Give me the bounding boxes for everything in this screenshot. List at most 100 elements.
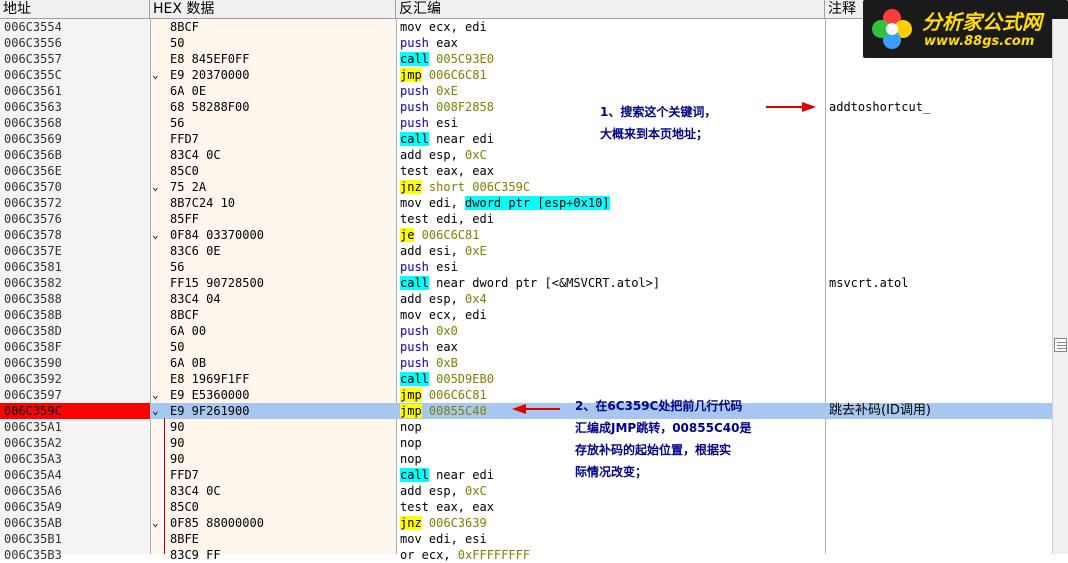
comment-cell[interactable]: addtoshortcut_ (829, 100, 931, 114)
hex-cell[interactable]: 85FF (170, 212, 199, 226)
table-row[interactable]: 006C35A1 90 nop (0, 419, 1052, 435)
disassembly-cell[interactable]: mov edi, esi (400, 531, 487, 547)
address-cell[interactable]: 006C3582 (4, 276, 62, 290)
hex-cell[interactable]: 90 (170, 420, 185, 434)
address-cell[interactable]: 006C3563 (4, 100, 62, 114)
address-cell[interactable]: 006C358B (4, 308, 62, 322)
address-cell[interactable]: 006C355C (4, 68, 62, 82)
table-row[interactable]: 006C3557 E8 845EF0FF call 005C93E0 (0, 51, 1052, 67)
address-cell[interactable]: 006C357E (4, 244, 62, 258)
address-cell[interactable]: 006C35A2 (4, 436, 62, 450)
disassembly-cell[interactable]: add esp, 0xC (400, 483, 487, 499)
header-disassembly[interactable]: 反汇编 (396, 0, 825, 19)
hex-cell[interactable]: 83C4 04 (170, 292, 221, 306)
disassembly-cell[interactable]: push 0xB (400, 355, 458, 371)
hex-cell[interactable]: E9 20370000 (170, 68, 250, 82)
address-cell[interactable]: 006C35A4 (4, 468, 62, 482)
hex-cell[interactable]: E9 E5360000 (170, 388, 250, 402)
address-cell[interactable]: 006C35A6 (4, 484, 62, 498)
disassembly-cell[interactable]: call near dword ptr [<&MSVCRT.atol>] (400, 275, 660, 291)
hex-cell[interactable]: 83C6 0E (170, 244, 221, 258)
disassembly-cell[interactable]: test eax, eax (400, 499, 494, 515)
header-comment[interactable]: 注释 (828, 1, 856, 17)
hex-cell[interactable]: E8 1969F1FF (170, 372, 250, 386)
address-cell[interactable]: 006C3578 (4, 228, 62, 242)
hex-cell[interactable]: 85C0 (170, 500, 199, 514)
address-cell[interactable]: 006C3572 (4, 196, 62, 210)
address-cell[interactable]: 006C35A1 (4, 420, 62, 434)
hex-cell[interactable]: 90 (170, 452, 185, 466)
disassembly-cell[interactable]: push 008F2858 (400, 99, 494, 115)
hex-cell[interactable]: 90 (170, 436, 185, 450)
address-cell[interactable]: 006C35AB (4, 516, 62, 530)
header-address[interactable]: 地址 (0, 0, 150, 19)
address-cell[interactable]: 006C3592 (4, 372, 62, 386)
hex-cell[interactable]: 6A 0E (170, 84, 207, 98)
disassembly-cell[interactable]: push 0xE (400, 83, 458, 99)
hex-cell[interactable]: 6A 00 (170, 324, 207, 338)
disassembly-cell[interactable]: test edi, edi (400, 211, 494, 227)
address-cell[interactable]: 006C3556 (4, 36, 62, 50)
address-cell[interactable]: 006C358F (4, 340, 62, 354)
disassembly-cell[interactable]: call 005C93E0 (400, 51, 494, 67)
hex-cell[interactable]: 56 (170, 116, 185, 130)
hex-cell[interactable]: E8 845EF0FF (170, 52, 250, 66)
disassembly-cell[interactable]: je 006C6C81 (400, 227, 479, 243)
disassembly-cell[interactable]: add esi, 0xE (400, 243, 487, 259)
address-cell[interactable]: 006C356B (4, 148, 62, 162)
disassembly-cell[interactable]: push 0x0 (400, 323, 458, 339)
table-row[interactable]: 006C3561 6A 0E push 0xE (0, 83, 1052, 99)
disassembly-cell[interactable]: jnz 006C3639 (400, 515, 487, 531)
disassembly-cell[interactable]: jmp 006C6C81 (400, 387, 487, 403)
hex-cell[interactable]: 8BFE (170, 532, 199, 546)
header-hex[interactable]: HEX 数据 (150, 0, 396, 19)
address-cell[interactable]: 006C359C (4, 404, 62, 418)
address-cell[interactable]: 006C3557 (4, 52, 62, 66)
comment-cell[interactable]: msvcrt.atol (829, 276, 909, 290)
disassembly-cell[interactable]: push esi (400, 115, 458, 131)
hex-cell[interactable]: 8BCF (170, 308, 199, 322)
table-row[interactable]: 006C357E 83C6 0E add esi, 0xE (0, 243, 1052, 259)
hex-cell[interactable]: FFD7 (170, 468, 199, 482)
address-cell[interactable]: 006C35A3 (4, 452, 62, 466)
hex-cell[interactable]: E9 9F261900 (170, 404, 250, 418)
hex-cell[interactable]: 50 (170, 36, 185, 50)
hex-cell[interactable]: FFD7 (170, 132, 199, 146)
disassembly-cell[interactable]: call near edi (400, 467, 494, 483)
hex-cell[interactable]: 8BCF (170, 20, 199, 34)
disassembly-cell[interactable]: nop (400, 419, 422, 435)
disassembly-cell[interactable]: call near edi (400, 131, 494, 147)
address-cell[interactable]: 006C3561 (4, 84, 62, 98)
disassembly-cell[interactable]: push eax (400, 35, 458, 51)
disassembly-cell[interactable]: nop (400, 451, 422, 467)
disassembly-cell[interactable]: mov ecx, edi (400, 307, 487, 323)
disassembly-cell[interactable]: or ecx, 0xFFFFFFFF (400, 547, 530, 563)
disassembly-cell[interactable]: jmp 006C6C81 (400, 67, 487, 83)
disassembly-cell[interactable]: test eax, eax (400, 163, 494, 179)
address-cell[interactable]: 006C35A9 (4, 500, 62, 514)
hex-cell[interactable]: 83C4 0C (170, 484, 221, 498)
address-cell[interactable]: 006C3570 (4, 180, 62, 194)
address-cell[interactable]: 006C3590 (4, 356, 62, 370)
address-cell[interactable]: 006C356E (4, 164, 62, 178)
hex-cell[interactable]: 0F84 03370000 (170, 228, 264, 242)
table-row[interactable]: 006C358B 8BCF mov ecx, edi (0, 307, 1052, 323)
hex-cell[interactable]: 8B7C24 10 (170, 196, 236, 210)
